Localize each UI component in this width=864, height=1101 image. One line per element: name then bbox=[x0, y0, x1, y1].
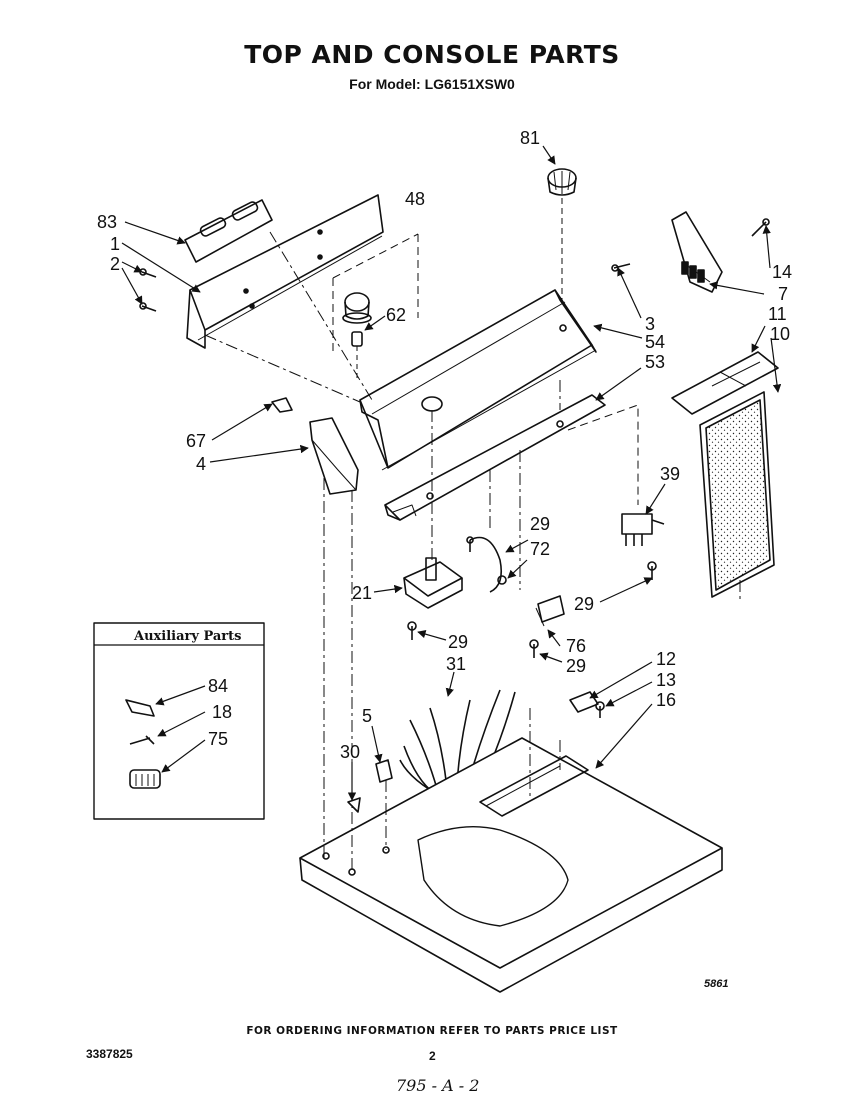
callout-81: 81 bbox=[520, 128, 540, 148]
callout-53: 53 bbox=[645, 352, 665, 372]
wire-72 bbox=[469, 536, 503, 593]
callout-39: 39 bbox=[660, 464, 680, 484]
aux-callout-18: 18 bbox=[212, 702, 232, 722]
top-panel-16 bbox=[299, 737, 723, 993]
lint-filter-10 bbox=[699, 391, 775, 598]
ordering-note: FOR ORDERING INFORMATION REFER TO PARTS … bbox=[246, 1025, 618, 1037]
screw-3 bbox=[611, 263, 631, 272]
callout-54: 54 bbox=[645, 332, 665, 352]
callout-72: 72 bbox=[530, 539, 550, 559]
callout-29-bottom: 29 bbox=[566, 656, 586, 676]
screw-29 bbox=[407, 536, 657, 658]
part-12 bbox=[569, 691, 599, 713]
console-end-cap-7 bbox=[671, 211, 723, 293]
console-end-cap-4 bbox=[309, 417, 359, 495]
drawing-number: 5861 bbox=[704, 978, 729, 990]
callout-3: 3 bbox=[645, 314, 655, 334]
callout-29-timer: 29 bbox=[448, 632, 468, 652]
part-76 bbox=[535, 595, 565, 627]
callout-1: 1 bbox=[110, 234, 120, 254]
knob-81 bbox=[547, 168, 577, 310]
callout-14: 14 bbox=[772, 262, 792, 282]
aux-callout-84: 84 bbox=[208, 676, 228, 696]
timer-knob-62 bbox=[342, 292, 372, 380]
callout-21: 21 bbox=[352, 583, 372, 603]
control-panel-54 bbox=[359, 289, 597, 471]
part-30 bbox=[347, 797, 361, 813]
rear-console-bracket bbox=[186, 194, 384, 349]
clip-67 bbox=[271, 397, 293, 413]
document-number: 3387825 bbox=[86, 1047, 133, 1061]
switch-39 bbox=[621, 513, 665, 546]
callout-5: 5 bbox=[362, 706, 372, 726]
callout-76: 76 bbox=[566, 636, 586, 656]
callout-12: 12 bbox=[656, 649, 676, 669]
handwritten-note: 795 - A - 2 bbox=[396, 1076, 480, 1095]
screw-13 bbox=[595, 701, 605, 718]
wiring-harness-31 bbox=[399, 689, 516, 807]
screw-14 bbox=[751, 218, 770, 237]
callout-31: 31 bbox=[446, 654, 466, 674]
callout-29-switch: 29 bbox=[574, 594, 594, 614]
group-outline-48 bbox=[332, 233, 419, 355]
page-title: TOP AND CONSOLE PARTS bbox=[244, 40, 620, 69]
mounting-bracket-83 bbox=[184, 199, 273, 263]
callout-48: 48 bbox=[405, 189, 425, 209]
callout-62: 62 bbox=[386, 305, 406, 325]
callout-4: 4 bbox=[196, 454, 206, 474]
callout-7: 7 bbox=[778, 284, 788, 304]
callout-2: 2 bbox=[110, 254, 120, 274]
aux-callout-75: 75 bbox=[208, 729, 228, 749]
callout-16: 16 bbox=[656, 690, 676, 710]
alignment-lines bbox=[204, 231, 741, 870]
timer-21 bbox=[403, 557, 463, 609]
callout-30: 30 bbox=[340, 742, 360, 762]
callout-83: 83 bbox=[97, 212, 117, 232]
lint-screen-cover-11 bbox=[671, 351, 779, 415]
callout-13: 13 bbox=[656, 670, 676, 690]
callout-67: 67 bbox=[186, 431, 206, 451]
callout-11: 11 bbox=[768, 304, 787, 324]
console-base-53 bbox=[384, 394, 606, 521]
callout-10: 10 bbox=[770, 324, 790, 344]
callout-29-top: 29 bbox=[530, 514, 550, 534]
auxiliary-parts-box bbox=[93, 622, 265, 820]
model-subtitle: For Model: LG6151XSW0 bbox=[349, 76, 515, 92]
part-5 bbox=[375, 759, 393, 783]
auxiliary-parts-title: Auxiliary Parts bbox=[133, 629, 241, 644]
fastener-72 bbox=[497, 575, 507, 585]
callout-leaders bbox=[121, 145, 782, 801]
screw-2 bbox=[139, 268, 157, 312]
page-number: 2 bbox=[429, 1049, 436, 1063]
